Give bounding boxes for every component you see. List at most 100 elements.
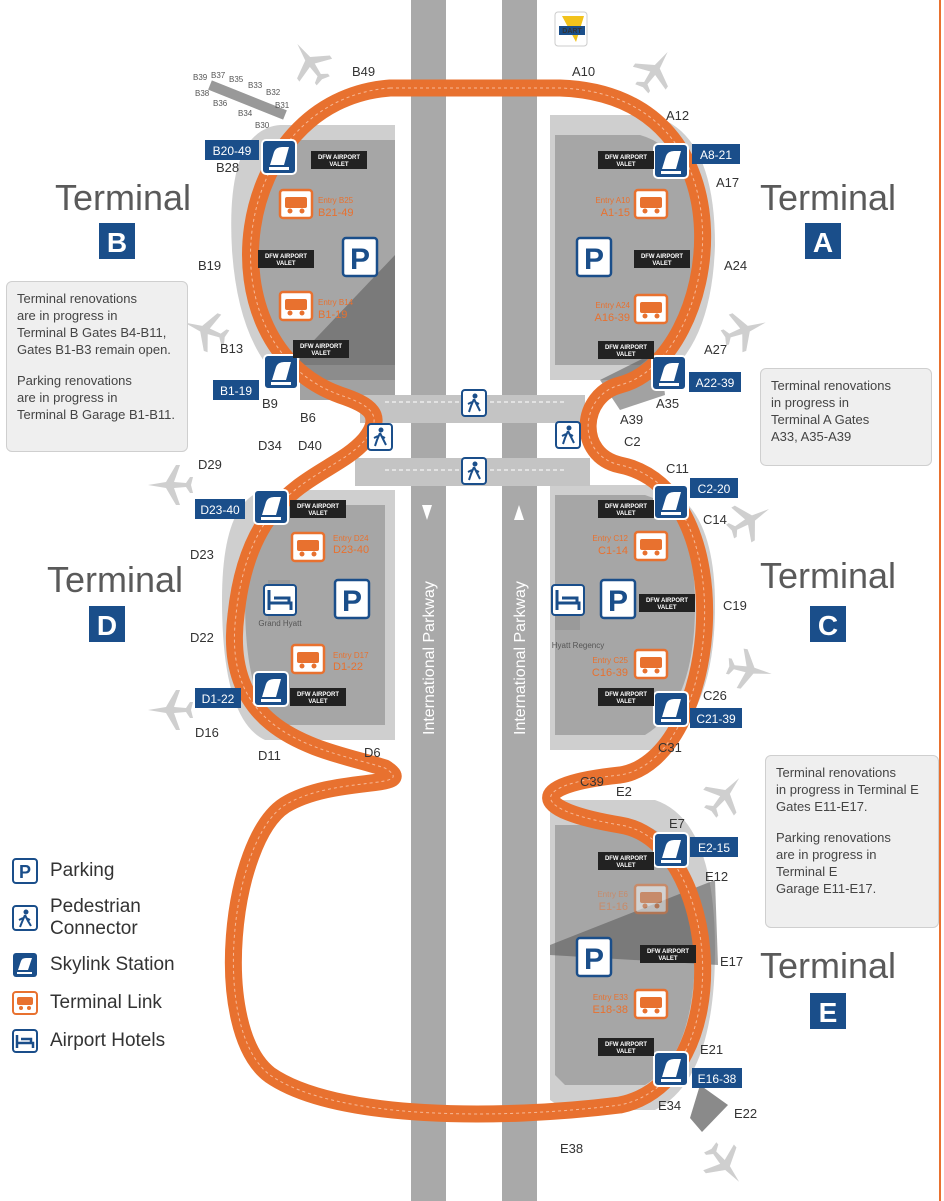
plane-icon — [694, 1134, 755, 1195]
skylink-station-a-south[interactable] — [651, 355, 687, 391]
plane-icon — [625, 40, 685, 101]
svg-text:E2-15: E2-15 — [698, 841, 730, 855]
gate-tag[interactable]: D23-40 — [195, 499, 245, 519]
gate-tag[interactable]: A8-21 — [692, 144, 740, 164]
parking-icon[interactable]: P — [599, 578, 637, 620]
parkway-label-east: International Parkway — [512, 581, 529, 735]
skylink-station-c-north[interactable] — [653, 484, 689, 520]
gate-tag[interactable]: E16-38 — [692, 1068, 742, 1088]
svg-text:C19: C19 — [723, 598, 747, 613]
svg-text:D29: D29 — [198, 457, 222, 472]
svg-text:A1-15: A1-15 — [601, 207, 630, 219]
skylink-station-a-north[interactable] — [653, 143, 689, 179]
svg-text:DFW AIRPORT: DFW AIRPORT — [647, 949, 689, 955]
legend-label: Parking — [50, 860, 115, 881]
renovation-b — [300, 255, 395, 400]
svg-text:E: E — [819, 997, 838, 1028]
svg-text:VALET: VALET — [616, 352, 636, 358]
skylink-station-e-south[interactable] — [653, 1051, 689, 1087]
gate-tag[interactable]: C2-20 — [690, 478, 738, 498]
gate-tag[interactable]: A22-39 — [689, 372, 741, 392]
svg-text:VALET: VALET — [657, 605, 677, 611]
note-e-terminal: Terminal renovations in progress in Term… — [776, 765, 919, 814]
svg-text:A10: A10 — [572, 64, 595, 79]
gate-tag[interactable]: D1-22 — [195, 688, 241, 708]
svg-text:B13: B13 — [220, 341, 243, 356]
plane-icon — [694, 765, 755, 826]
svg-text:C26: C26 — [703, 688, 727, 703]
svg-text:DFW AIRPORT: DFW AIRPORT — [605, 504, 647, 510]
parking-icon[interactable]: P — [575, 936, 613, 978]
svg-text:A8-21: A8-21 — [700, 148, 732, 162]
note-terminal-b: Terminal renovations are in progress in … — [6, 281, 188, 452]
svg-text:A39: A39 — [620, 412, 643, 427]
gate-tag[interactable]: B1-19 — [213, 380, 259, 400]
svg-text:C2: C2 — [624, 434, 641, 449]
terminal-d-label: Terminal D — [47, 559, 183, 644]
note-terminal-a: Terminal renovations in progress in Term… — [760, 368, 932, 466]
svg-text:VALET: VALET — [616, 511, 636, 517]
svg-text:B1-19: B1-19 — [318, 309, 347, 321]
svg-text:B9: B9 — [262, 396, 278, 411]
skylink-station-b-north[interactable] — [261, 139, 297, 175]
gate-tag[interactable]: E2-15 — [690, 837, 738, 857]
svg-text:D11: D11 — [258, 748, 281, 763]
terminal-b-label: Terminal B — [55, 177, 191, 261]
svg-text:C16-39: C16-39 — [592, 667, 628, 679]
legend-item-parking: P Parking — [12, 858, 212, 884]
svg-text:B30: B30 — [255, 121, 270, 130]
svg-text:A17: A17 — [716, 175, 739, 190]
svg-text:C11: C11 — [666, 461, 689, 476]
parkway-southbound — [411, 0, 446, 1201]
svg-text:P: P — [584, 243, 604, 276]
svg-text:DFW AIRPORT: DFW AIRPORT — [646, 598, 688, 604]
skylink-station-b-south[interactable] — [263, 354, 299, 390]
plane-icon — [280, 32, 340, 93]
note-a-terminal: Terminal renovations in progress in Term… — [771, 378, 891, 444]
svg-text:DFW AIRPORT: DFW AIRPORT — [297, 504, 339, 510]
parking-icon[interactable]: P — [575, 236, 613, 278]
svg-text:VALET: VALET — [652, 261, 672, 267]
svg-text:C21-39: C21-39 — [696, 712, 736, 726]
parking-icon[interactable]: P — [333, 578, 371, 620]
svg-text:B1-19: B1-19 — [220, 384, 252, 398]
svg-text:Entry B14: Entry B14 — [318, 298, 354, 307]
svg-text:Entry B25: Entry B25 — [318, 196, 354, 205]
pedestrian-icon — [461, 457, 487, 485]
svg-text:VALET: VALET — [276, 261, 296, 267]
svg-text:D6: D6 — [364, 745, 381, 760]
svg-text:VALET: VALET — [616, 162, 636, 168]
hotel-icon[interactable] — [263, 584, 297, 616]
parking-icon[interactable]: P — [341, 236, 379, 278]
hotel-icon[interactable] — [551, 584, 585, 616]
skylink-station-e-north[interactable] — [653, 832, 689, 868]
svg-text:VALET: VALET — [616, 863, 636, 869]
svg-text:P: P — [584, 943, 604, 976]
svg-text:Entry E6: Entry E6 — [597, 890, 628, 899]
skylink-station-d-south[interactable] — [253, 671, 289, 707]
gate-tag[interactable]: C21-39 — [690, 708, 742, 728]
skylink-station-c-south[interactable] — [653, 691, 689, 727]
dart-station-icon[interactable]: DART — [554, 11, 588, 47]
svg-text:A16-39: A16-39 — [595, 312, 630, 324]
skylink-station-d-north[interactable] — [253, 489, 289, 525]
svg-text:B33: B33 — [248, 81, 263, 90]
svg-text:B35: B35 — [229, 75, 244, 84]
gate-labels-b: B49 B28 B19 B13 B9 B6 B30 B31 B32 B33 B3… — [193, 64, 375, 425]
gate-tag[interactable]: B20-49 — [205, 140, 259, 160]
